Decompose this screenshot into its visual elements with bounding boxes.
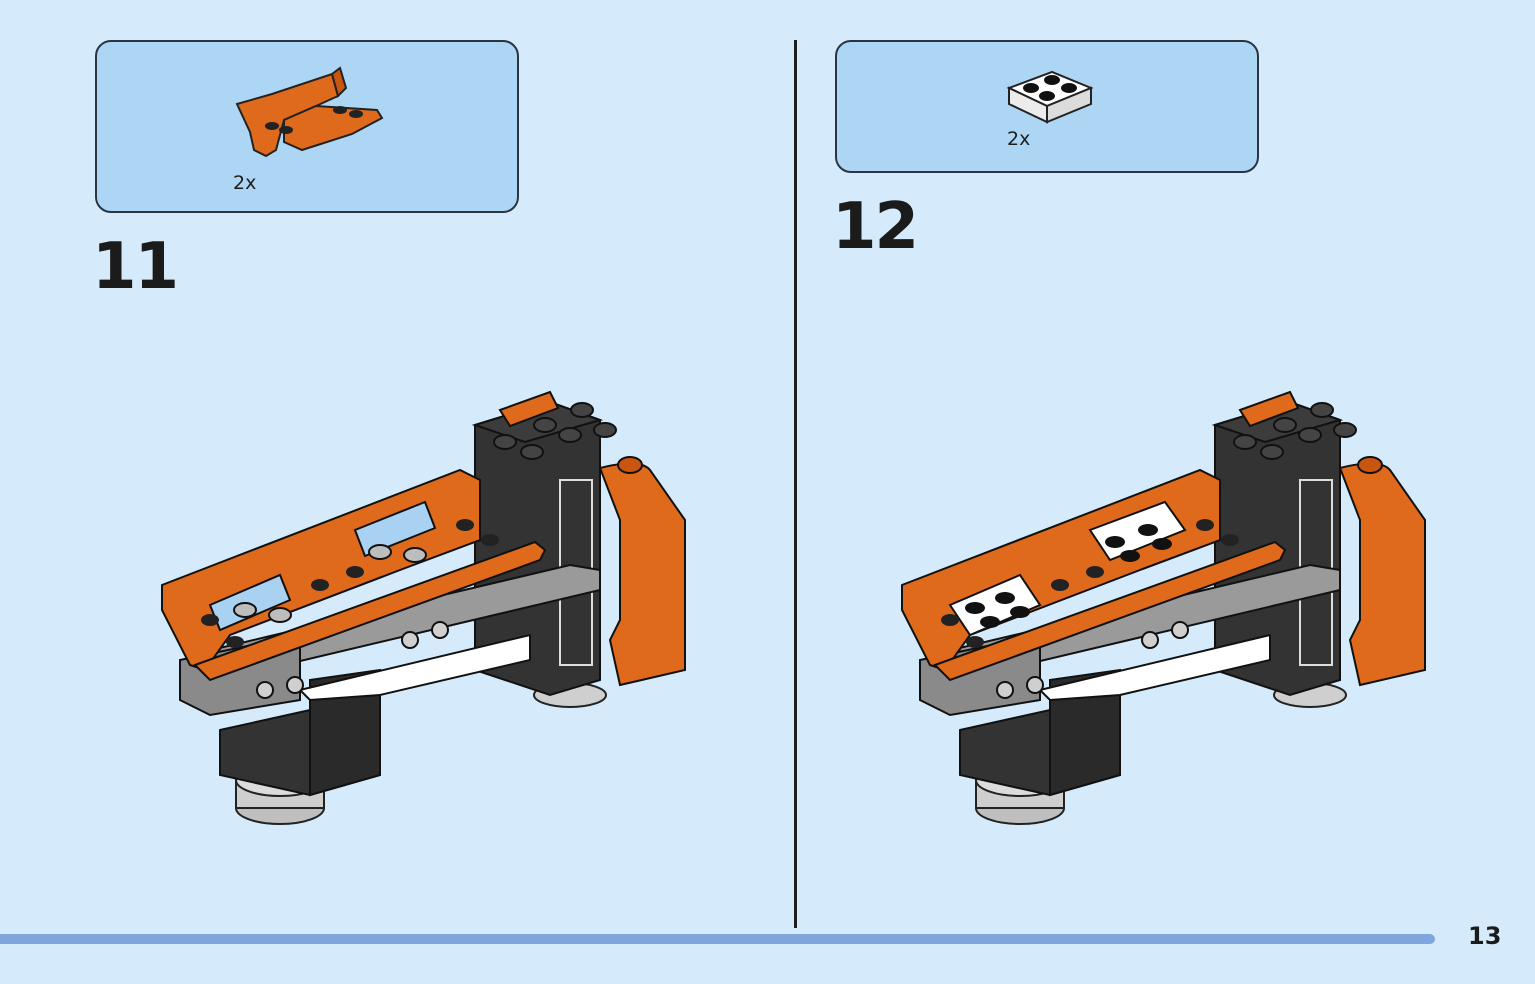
footer-bar (0, 934, 1435, 944)
orange-seat-bracket-part-icon (235, 66, 384, 158)
part-quantity: 2x (1007, 128, 1031, 150)
part-quantity: 2x (233, 172, 257, 194)
step-number: 11 (92, 230, 179, 304)
page-divider (794, 40, 797, 928)
page-number: 13 (1468, 922, 1502, 950)
white-2x2-plate-part-icon (1006, 70, 1094, 124)
parts-callout: 2x (835, 40, 1259, 173)
step-number: 12 (832, 190, 919, 264)
step-11: 2x 11 (0, 0, 767, 930)
build-model-step-11 (161, 390, 686, 825)
build-model-step-12 (901, 390, 1426, 825)
parts-callout: 2x (95, 40, 519, 213)
step-12: 2x 12 (740, 0, 1507, 930)
